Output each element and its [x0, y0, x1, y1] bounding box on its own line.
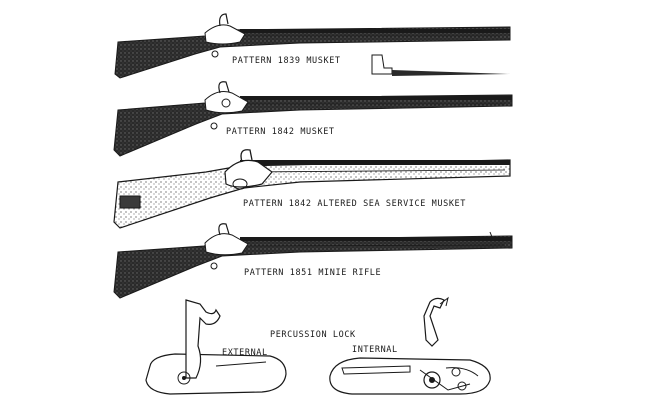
external-lock-drawing	[145, 299, 287, 395]
rifle-1851-minie-drawing	[113, 223, 513, 299]
caption-pattern-1851: PATTERN 1851 MINIE RIFLE	[244, 268, 382, 278]
bayonet-drawing	[371, 54, 510, 76]
caption-pattern-1842: PATTERN 1842 MUSKET	[226, 127, 335, 137]
caption-pattern-1842-sea-service: PATTERN 1842 ALTERED SEA SERVICE MUSKET	[243, 199, 466, 209]
internal-lock-drawing	[329, 296, 491, 395]
musket-1839-drawing	[114, 13, 511, 79]
percussion-lock-title: PERCUSSION LOCK	[270, 330, 356, 340]
caption-pattern-1839: PATTERN 1839 MUSKET	[232, 56, 341, 66]
external-lock-label: EXTERNAL	[222, 348, 268, 358]
internal-lock-label: INTERNAL	[352, 345, 398, 355]
musket-1842-drawing	[113, 81, 513, 157]
musket-1842-sea-service-drawing	[113, 149, 511, 229]
